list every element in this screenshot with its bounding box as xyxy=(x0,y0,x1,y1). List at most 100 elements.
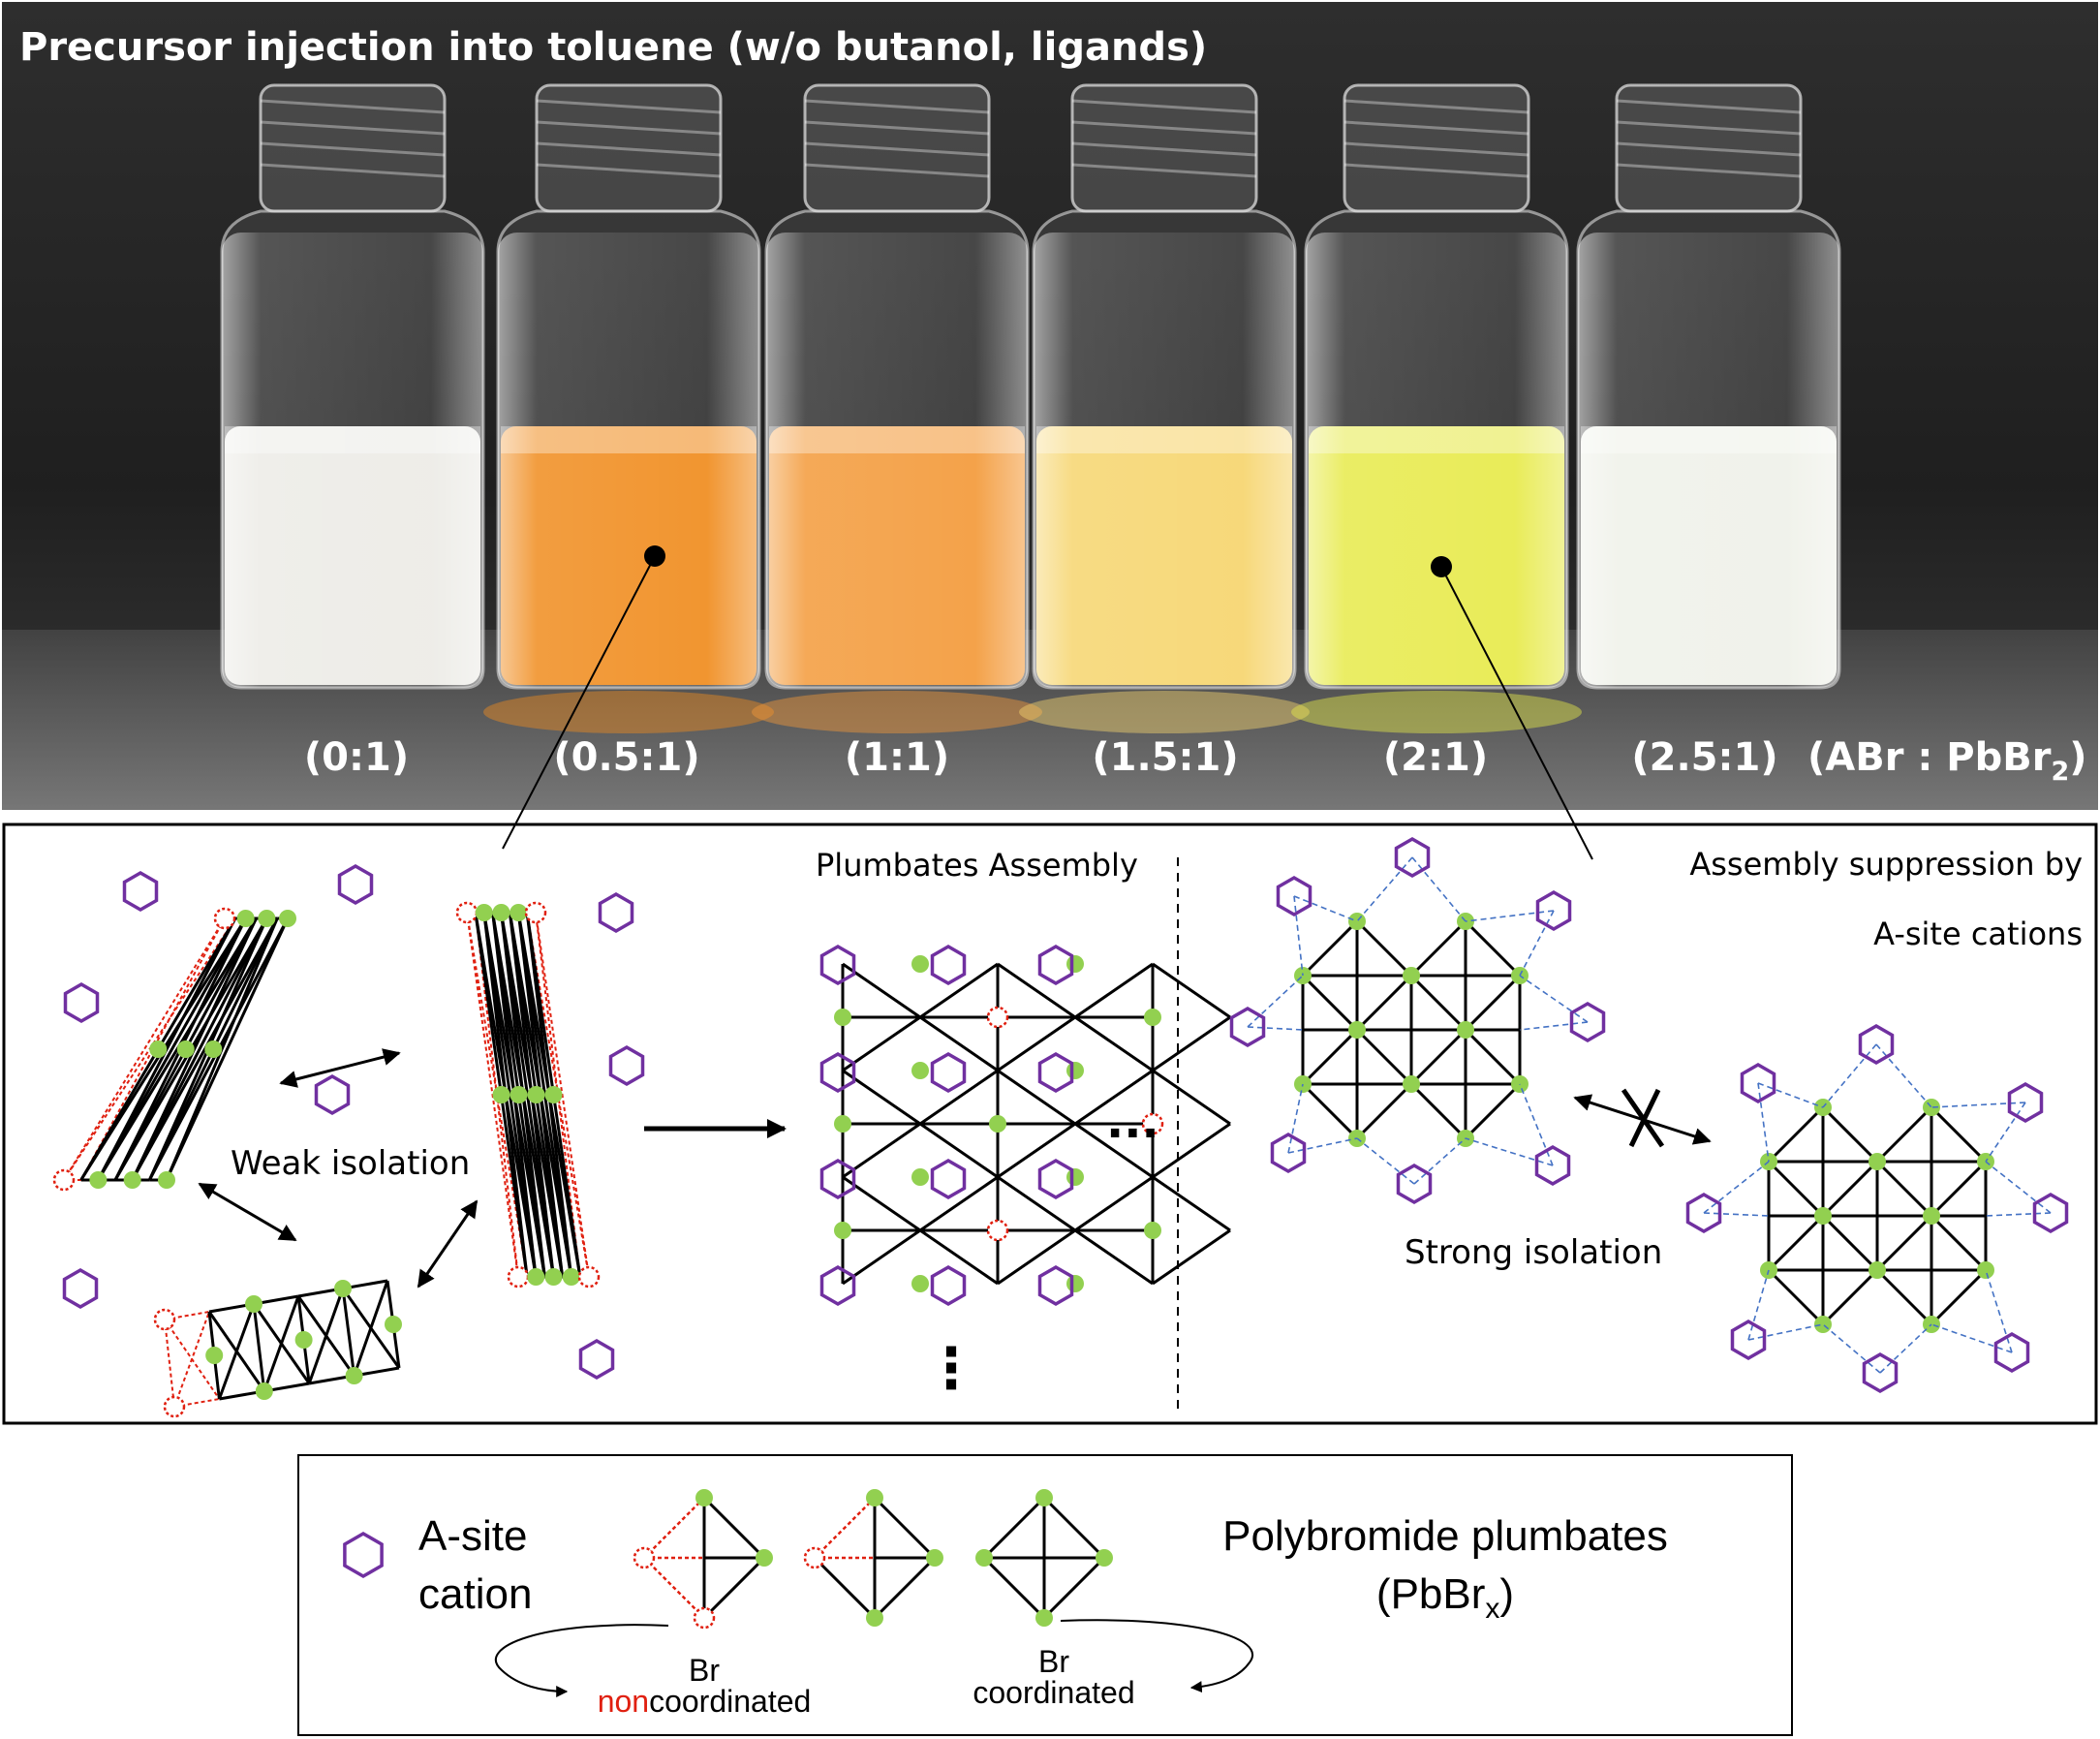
br-node xyxy=(527,1268,545,1286)
br-node xyxy=(911,1275,929,1292)
br-node-noncoordinated xyxy=(986,1006,1009,1029)
bond-line xyxy=(842,1228,921,1286)
cation-icon xyxy=(1858,1023,1895,1066)
bond-line xyxy=(1464,919,1522,978)
isolation-bond xyxy=(1247,1026,1304,1031)
bond-line xyxy=(814,1497,876,1559)
vial xyxy=(752,83,1042,733)
cation-icon xyxy=(819,1051,856,1094)
ratio-labels: (0:1)(0.5:1)(1:1)(1.5:1)(2:1)(2.5:1) xyxy=(304,735,1778,780)
br-node xyxy=(385,1316,402,1333)
bond-line xyxy=(873,1496,937,1560)
cation-icon xyxy=(930,1264,967,1307)
br-node xyxy=(544,1086,563,1103)
legend-a-site-line2: cation xyxy=(418,1570,532,1618)
bond-line xyxy=(997,962,1076,1019)
vial xyxy=(483,83,774,733)
bond-line xyxy=(252,1303,266,1392)
bond-line xyxy=(1875,1214,1933,1272)
cation-icon xyxy=(1534,1144,1571,1187)
cation-icon xyxy=(1037,1051,1074,1094)
bond-line xyxy=(982,1556,1046,1620)
bond-line xyxy=(1409,1028,1467,1086)
isolation-bond xyxy=(1985,1161,2052,1214)
bond-line xyxy=(1074,1069,1154,1126)
bond-line xyxy=(702,1556,766,1620)
bond-line xyxy=(842,1122,921,1179)
isolation-bond xyxy=(1411,856,1467,922)
bond-line xyxy=(997,1122,1076,1179)
bond-line xyxy=(1074,1015,1154,1072)
isolation-bond xyxy=(1985,1102,2026,1163)
double-arrow-3 xyxy=(417,1199,479,1289)
cation-icon xyxy=(1396,1163,1433,1205)
br-node xyxy=(205,1347,224,1364)
isolation-bond xyxy=(1293,895,1358,922)
bond-line xyxy=(1930,1268,1988,1326)
bond-line xyxy=(1821,1160,1879,1218)
ratio-label: (1:1) xyxy=(845,735,949,780)
legend-polybromide-line2: (PbBrx) xyxy=(1376,1570,1514,1625)
br-node xyxy=(1144,1009,1161,1026)
horizontal-ellipsis: ··· xyxy=(1106,1106,1159,1161)
bond-line xyxy=(1355,974,1413,1032)
isolation-bond xyxy=(1822,1323,1881,1374)
ratio-label: (2:1) xyxy=(1383,735,1488,780)
isolation-bond xyxy=(1985,1269,2013,1353)
bond-line xyxy=(1930,1160,1988,1218)
bond-line xyxy=(1409,974,1467,1032)
bond-line xyxy=(1355,919,1413,978)
bond-line xyxy=(1074,1175,1154,1232)
br-node-noncoordinated xyxy=(507,1265,530,1289)
br-node xyxy=(492,904,510,921)
assembly-diagram: Weak isolation Plumbates Assembly Assemb… xyxy=(2,823,2098,1425)
br-node xyxy=(176,1040,195,1058)
br-node-noncoordinated xyxy=(163,1395,186,1418)
br-node xyxy=(834,1222,851,1239)
bond-line xyxy=(873,1556,937,1620)
bond-line xyxy=(1821,1214,1879,1272)
br-node xyxy=(1403,1075,1420,1093)
cation-icon xyxy=(62,1267,99,1310)
isolation-bond xyxy=(1356,856,1413,922)
bond-line xyxy=(919,1228,999,1286)
br-node xyxy=(510,904,528,921)
br-node xyxy=(345,1367,363,1384)
bond-line xyxy=(1301,1082,1359,1140)
br-node xyxy=(245,1295,262,1313)
bond-line xyxy=(643,1557,705,1619)
bond-line xyxy=(1875,1105,1933,1164)
ratio-label: (1.5:1) xyxy=(1092,735,1238,780)
legend-cation-icon xyxy=(343,1531,384,1579)
br-node xyxy=(527,1086,545,1103)
cation-icon xyxy=(1740,1062,1776,1104)
br-node-noncoordinated xyxy=(455,901,479,924)
bond-line xyxy=(1355,1028,1413,1086)
cation-icon xyxy=(819,1158,856,1200)
strong-isolation-label: Strong isolation xyxy=(1405,1233,1662,1272)
bond-line xyxy=(919,1122,999,1179)
legend-br-right: Br xyxy=(1038,1644,1069,1679)
bond-line xyxy=(997,1015,1076,1072)
isolation-bond xyxy=(1519,1083,1554,1166)
isolated-cluster xyxy=(1229,836,1606,1205)
legend: A-site cation Br noncoordinated Br coord… xyxy=(297,1454,1793,1736)
bond-line xyxy=(982,1496,1046,1560)
br-node xyxy=(294,1331,313,1349)
isolation-bond xyxy=(1822,1043,1877,1108)
br-node xyxy=(236,910,255,927)
ratio-axis-label: (ABr : PbBr2) xyxy=(1807,735,2087,787)
vertical-ellipsis: ⋮ xyxy=(923,1335,979,1401)
br-node xyxy=(1868,1153,1886,1170)
cation-icon xyxy=(1037,1264,1074,1307)
vial xyxy=(1291,83,1582,733)
br-node-noncoordinated xyxy=(1141,1112,1164,1135)
br-node xyxy=(1403,967,1420,984)
br-node xyxy=(834,1009,851,1026)
cation-icon xyxy=(337,863,374,906)
cation-icon xyxy=(1270,1132,1307,1174)
bond-line xyxy=(919,1175,999,1232)
vial-row xyxy=(220,83,1841,733)
bond-line xyxy=(1821,1268,1879,1326)
br-node xyxy=(911,1168,929,1186)
